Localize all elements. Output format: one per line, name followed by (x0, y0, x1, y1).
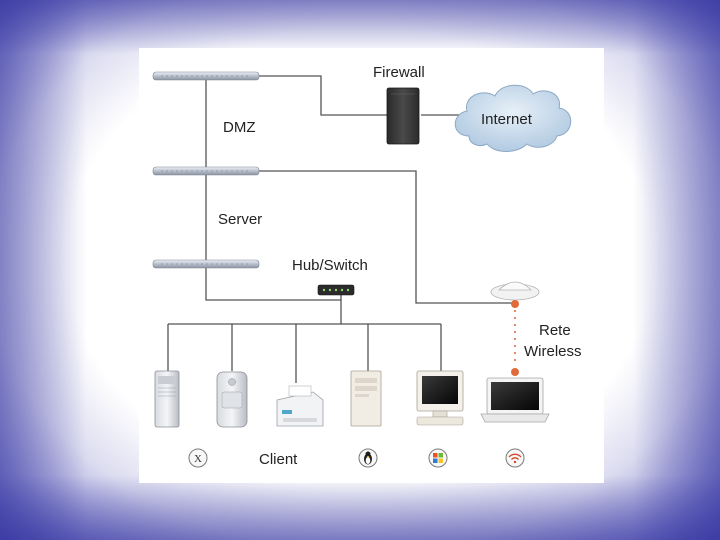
internet-cloud (454, 84, 572, 152)
rack-server-middle (152, 166, 260, 176)
rack-server-bottom (152, 259, 260, 269)
pc-tower-icon (350, 370, 382, 427)
wireless-label: Wireless (524, 343, 582, 360)
internet-label: Internet (481, 111, 533, 128)
printer-icon (276, 385, 324, 427)
wireless-base-station (490, 281, 540, 301)
wifi-icon (505, 448, 525, 468)
rack-server-top (152, 71, 260, 81)
network-diagram: X Firewall Internet DMZ Server Hub/Switc… (152, 64, 582, 468)
firewall-device (386, 87, 420, 145)
linux-tux-icon (358, 448, 378, 468)
dmz-to-firewall-line (259, 75, 387, 116)
backbone-line (205, 75, 342, 301)
rete-label: Rete (539, 322, 571, 339)
laptop-icon (480, 377, 550, 423)
client-label: Client (259, 451, 298, 468)
tower-computer-icon (154, 370, 180, 428)
svg-text:X: X (194, 453, 202, 465)
hub-switch-label: Hub/Switch (292, 257, 368, 274)
dmz-label: DMZ (223, 119, 256, 136)
wireless-link (511, 300, 519, 376)
mac-os-x-icon: X (188, 448, 208, 468)
network-diagram-panel: X Firewall Internet DMZ Server Hub/Switc… (139, 48, 604, 483)
hub-switch-device (317, 284, 355, 296)
desktop-monitor-icon (416, 370, 464, 426)
power-mac-icon (216, 371, 248, 428)
firewall-label: Firewall (373, 64, 425, 81)
windows-icon (428, 448, 448, 468)
server-label: Server (218, 211, 262, 228)
server-to-wireless-line (259, 170, 516, 304)
